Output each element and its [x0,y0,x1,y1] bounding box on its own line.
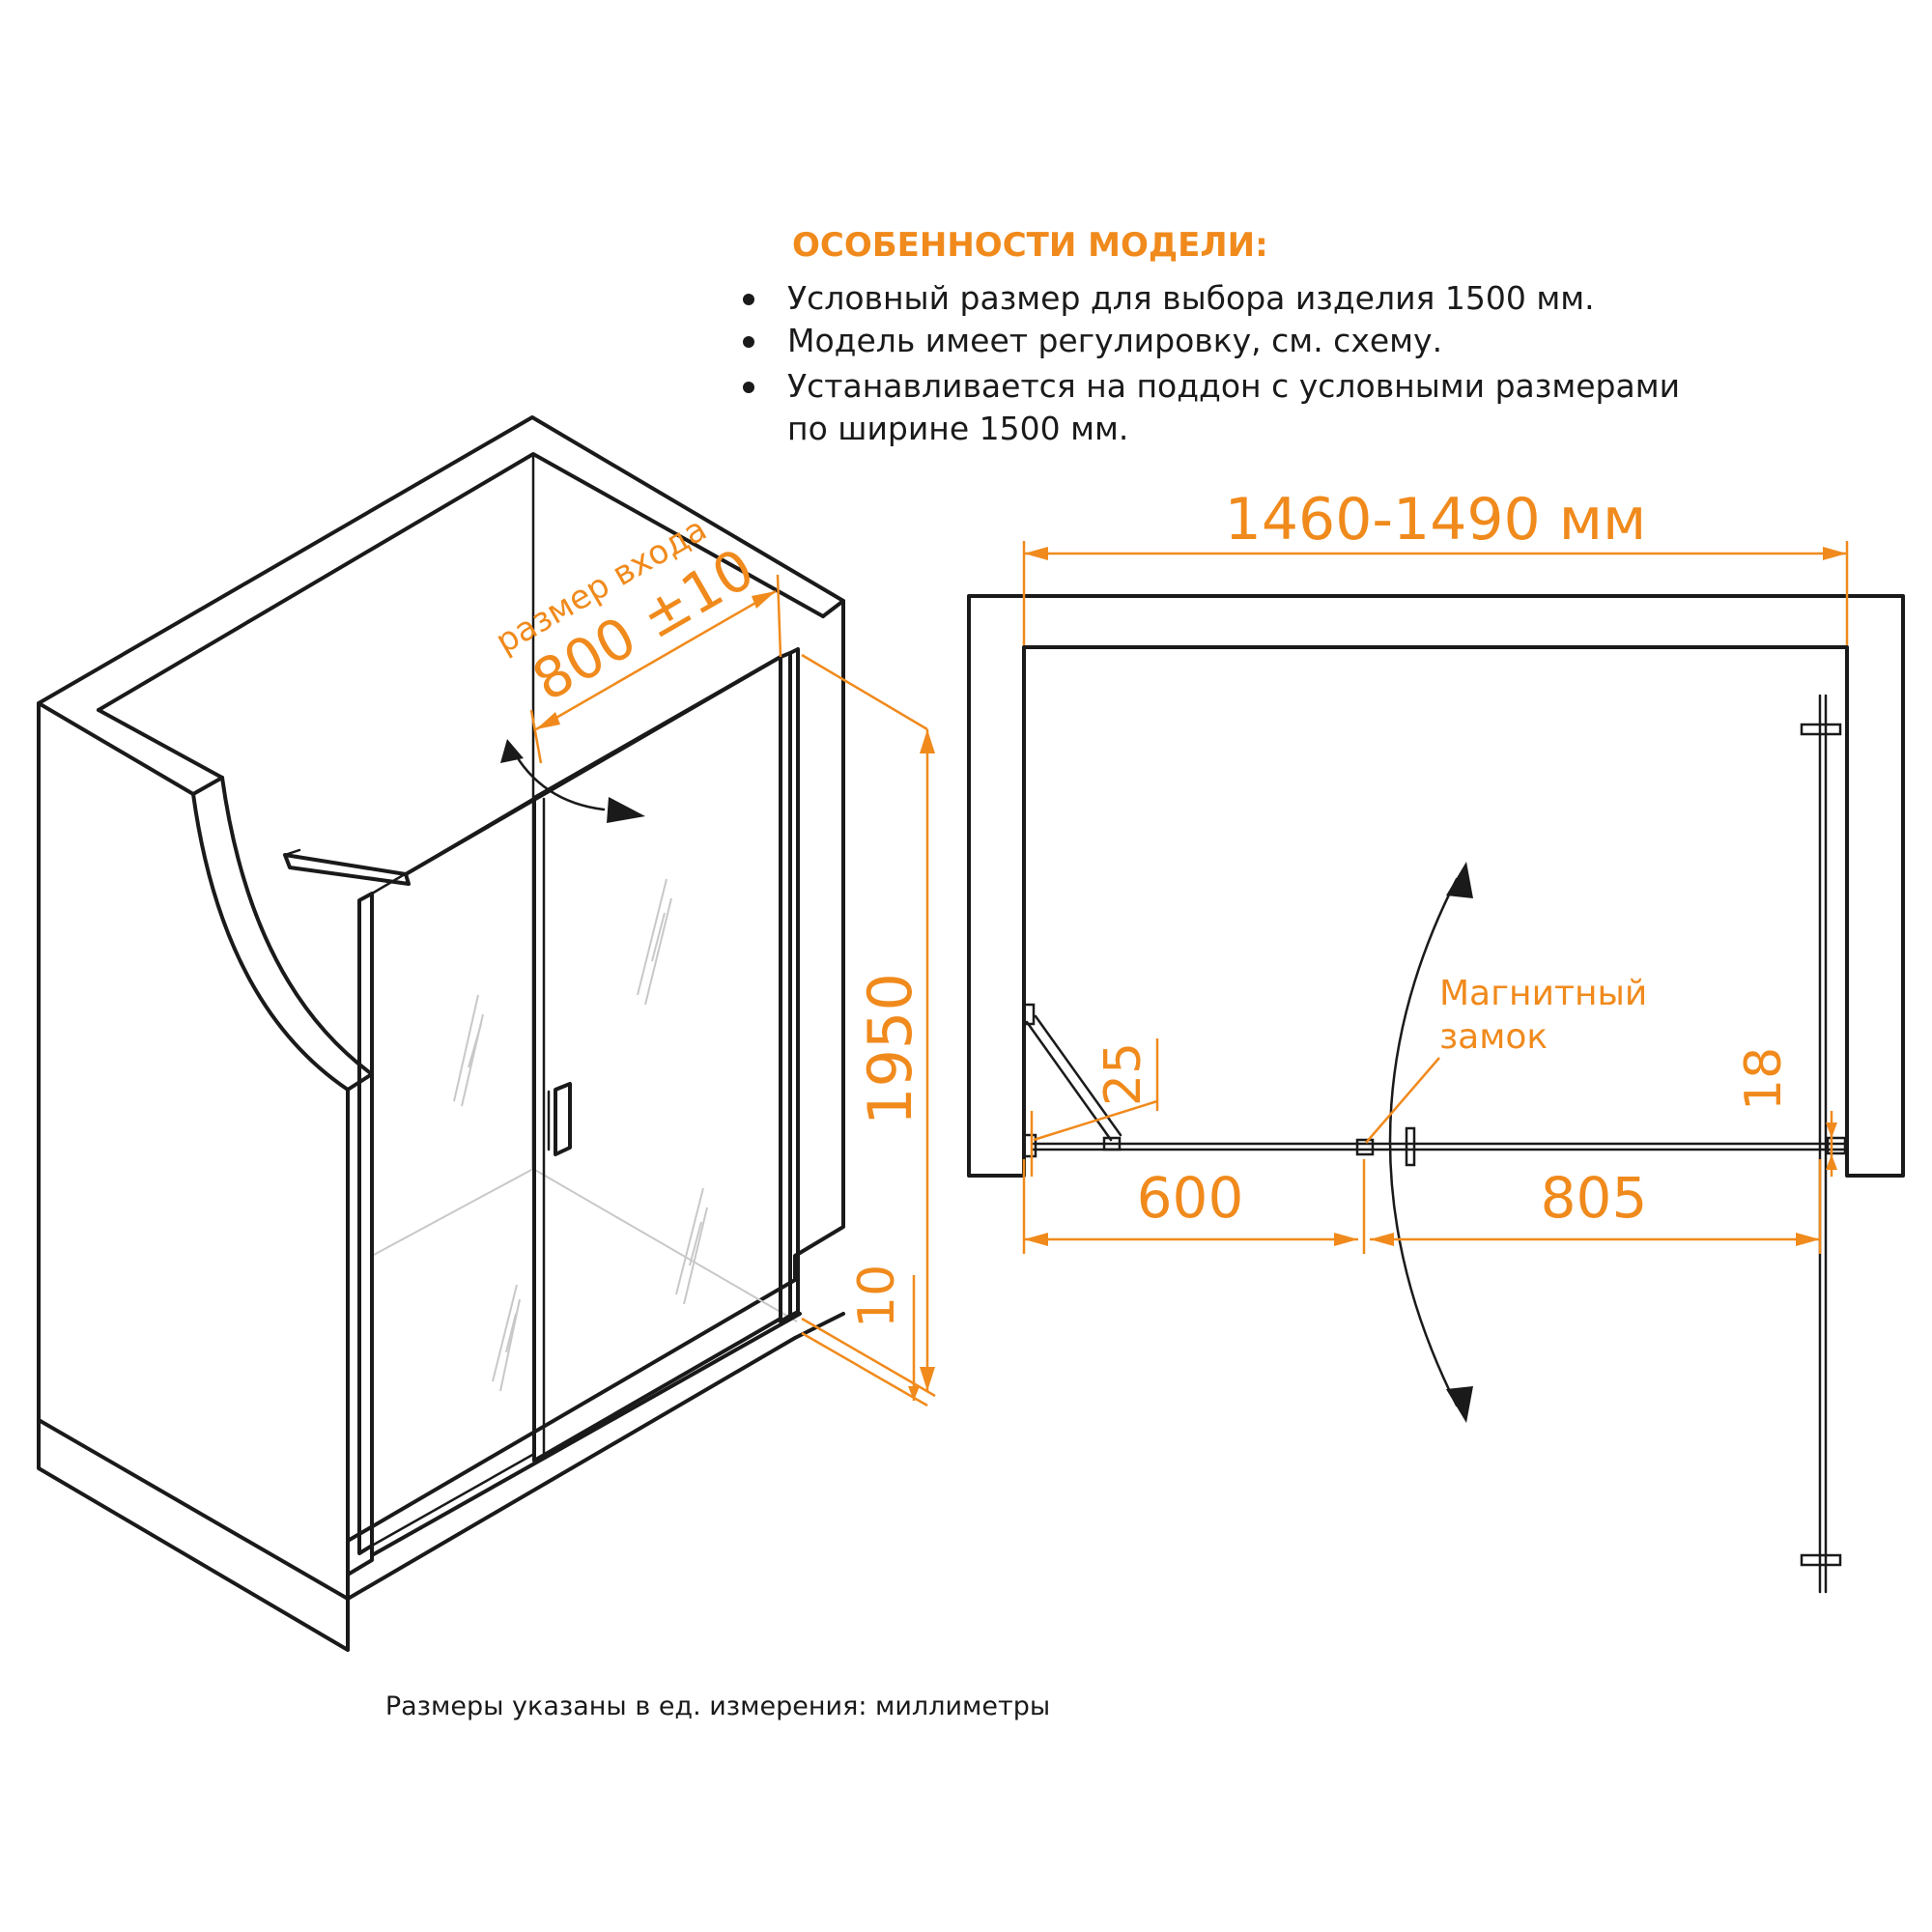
fixed-width-arrow-right [1334,1233,1358,1246]
feature-bullet-3-continued: по ширине 1500 мм. [787,410,1128,447]
wall-curve-outer [220,776,374,1076]
door-swing-arrow-end [607,797,645,823]
plan-door-open-bottom-handle [1800,1553,1842,1567]
wall-curve-inner [191,792,350,1092]
fixed-panel-frame [370,795,536,1548]
right-offset-value: 18 [1735,1047,1793,1111]
height-dim-arrow-bottom [920,1367,935,1391]
entry-dim-tick-left [529,709,543,764]
total-width-arrow-left [1024,547,1048,560]
door-swing-arrow-start [500,739,524,763]
plan-door-open-top-handle [1800,723,1842,736]
isometric-view: 800 ±10 размер входа 1950 10 [37,415,936,1652]
door-panel [532,655,782,1463]
door-width-arrow-right [1796,1233,1820,1246]
tray-floor-line-back [371,1168,534,1257]
left-offset-value: 25 [1094,1042,1152,1106]
features-title: ОСОБЕННОСТИ МОДЕЛИ: [792,226,1268,265]
total-width-value: 1460-1490 мм [1225,486,1647,554]
entry-dim-arrow-right [752,591,776,609]
wall-profile [788,647,800,1318]
magnetic-lock-leader [1365,1057,1440,1144]
plan-support-mount [1022,1003,1036,1026]
wall-outline [37,415,845,1652]
plan-support-clamp [1102,1136,1122,1151]
door-width-value: 805 [1541,1165,1648,1231]
door-swing-arc [510,747,606,811]
support-bar-top [283,848,301,857]
fixed-width-arrow-left [1024,1233,1048,1246]
left-offset-leader [1033,1099,1158,1142]
support-bar [283,853,411,886]
gap-dim-arrow [908,1386,920,1401]
height-ext-bottom [801,1317,936,1398]
door-handle [554,1082,572,1156]
feature-bullet-1: Условный размер для выбора изделия 1500 … [787,279,1595,317]
fixed-width-value: 600 [1137,1165,1244,1231]
plan-swing-arc [1388,877,1459,1407]
feature-bullet-2: Модель имеет регулировку, см. схему. [787,322,1442,359]
plan-door-pivot [1355,1138,1375,1156]
plan-view: 1460-1490 мм Магнитный замок 25 [967,486,1905,1594]
magnetic-lock-label-2: замок [1439,1017,1548,1057]
height-dim-arrow-top [920,729,935,753]
gap-ext-bottom [801,1331,928,1407]
wall-top-rim-right [821,599,845,618]
bullet-dot-3 [743,382,754,393]
fixed-glass-panel [357,892,374,1555]
wall-base-line [37,1418,350,1601]
bullet-dot-2 [743,336,754,348]
tray-front-edge [370,1312,802,1557]
features-block: ОСОБЕННОСТИ МОДЕЛИ: Условный размер для … [743,226,1680,447]
wall-top-inner-step [97,708,224,780]
plan-left-profile [1022,1133,1037,1158]
plan-swing-arrow-top [1446,862,1473,898]
hinge-profile [779,651,792,1323]
height-ext-top [801,653,928,731]
feature-bullet-3: Устанавливается на поддон с условными ра… [787,367,1680,405]
wall-top-rim-left [37,701,224,796]
right-offset-arrow-bottom [1826,1154,1837,1170]
door-width-arrow-left [1370,1233,1394,1246]
units-note: Размеры указаны в ед. измерения: миллиме… [385,1691,1050,1721]
magnetic-lock-label-1: Магнитный [1439,974,1647,1013]
plan-door-handle [1405,1126,1416,1167]
entry-dim-line [535,589,777,731]
plan-wall [967,594,1905,1178]
glass-reflections [453,878,708,1392]
right-offset-arrow-top [1826,1122,1837,1138]
entry-dim-arrow-left [536,712,560,729]
entry-dim-tick-right [776,574,782,658]
height-dim-value: 1950 [855,973,925,1125]
total-width-arrow-right [1823,547,1847,560]
plan-swing-arrow-bottom [1446,1386,1473,1423]
wall-base-line-front [346,1336,797,1601]
plan-right-hinge [1826,1136,1847,1155]
bullet-dot-1 [743,294,754,305]
tray-floor-line-right [532,1168,798,1322]
gap-dim-value: 10 [848,1264,906,1328]
